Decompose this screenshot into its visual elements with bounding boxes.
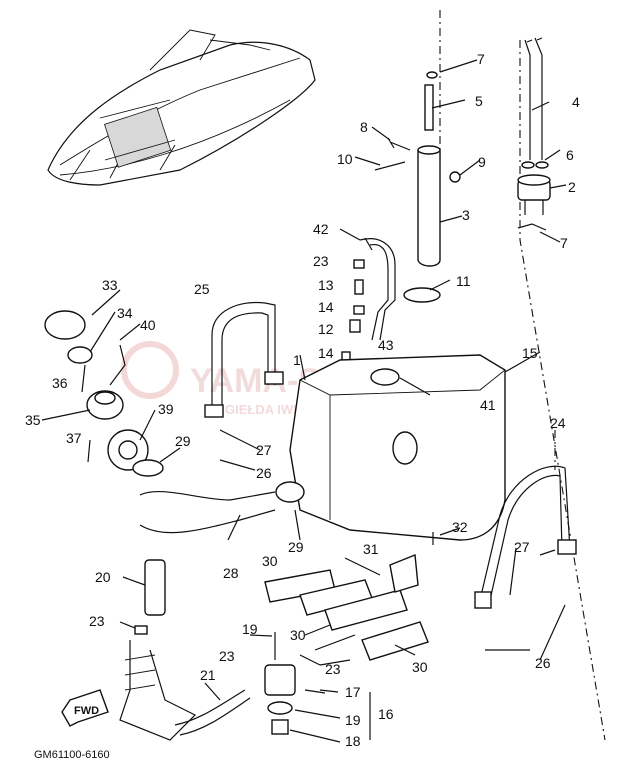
callout-31: 30 bbox=[290, 627, 306, 643]
callout-42: 42 bbox=[313, 221, 329, 237]
callout-24: 24 bbox=[550, 415, 566, 431]
foam-pads bbox=[264, 569, 429, 661]
callout-6: 6 bbox=[566, 147, 574, 163]
fwd-arrow: FWD bbox=[61, 689, 109, 727]
callout-14b: 14 bbox=[318, 345, 334, 361]
vent-tubes bbox=[524, 37, 543, 160]
callout-26a: 26 bbox=[256, 465, 272, 481]
callout-numbers: 7 5 4 6 2 7 8 10 9 3 42 23 11 13 14 12 1… bbox=[25, 51, 580, 749]
callout-2: 2 bbox=[568, 179, 576, 195]
callout-38: 37 bbox=[66, 430, 82, 446]
callout-37: 36 bbox=[52, 375, 68, 391]
callout-19: 19 bbox=[345, 712, 361, 728]
callout-20: 19 bbox=[242, 621, 258, 637]
callout-28: 28 bbox=[223, 565, 239, 581]
fwd-label: FWD bbox=[74, 705, 99, 717]
callout-18: 18 bbox=[345, 733, 361, 749]
filler-pipe bbox=[417, 71, 441, 267]
callout-1: 1 bbox=[293, 352, 301, 368]
callout-23a: 23 bbox=[313, 253, 329, 269]
callout-9: 9 bbox=[478, 154, 486, 170]
watercraft-sketch bbox=[47, 29, 316, 186]
fuel-tank bbox=[289, 354, 506, 541]
callout-8: 8 bbox=[360, 119, 368, 135]
callout-41: 41 bbox=[480, 397, 496, 413]
callout-22: 20 bbox=[95, 569, 111, 585]
callout-33: 32 bbox=[452, 519, 468, 535]
callout-7b: 7 bbox=[560, 235, 568, 251]
callout-43: 43 bbox=[378, 337, 394, 353]
callout-15: 15 bbox=[522, 345, 538, 361]
callout-17: 17 bbox=[345, 684, 361, 700]
callout-21: 21 bbox=[200, 667, 216, 683]
filler-cap bbox=[44, 310, 164, 477]
callout-30b: 30 bbox=[412, 659, 428, 675]
callout-40: 40 bbox=[140, 317, 156, 333]
callout-35: 34 bbox=[117, 305, 133, 321]
callout-26b: 26 bbox=[535, 655, 551, 671]
diagram-code: GM61100-6160 bbox=[34, 749, 110, 761]
callout-7: 7 bbox=[477, 51, 485, 67]
callout-23c: 23 bbox=[219, 648, 235, 664]
callout-27a: 27 bbox=[256, 442, 272, 458]
callout-12: 12 bbox=[318, 321, 334, 337]
callout-11: 11 bbox=[456, 273, 471, 289]
callout-4: 4 bbox=[572, 94, 580, 110]
check-valve bbox=[517, 161, 551, 231]
callout-16: 16 bbox=[378, 706, 394, 722]
callout-34: 33 bbox=[102, 277, 118, 293]
callout-25: 25 bbox=[194, 281, 210, 297]
callout-23b: 23 bbox=[89, 613, 105, 629]
callout-36: 35 bbox=[25, 412, 41, 428]
callout-5: 5 bbox=[475, 93, 483, 109]
callout-27b: 27 bbox=[514, 539, 530, 555]
callout-32: 31 bbox=[363, 541, 379, 557]
fuel-filter-assembly bbox=[119, 559, 356, 741]
callout-14a: 14 bbox=[318, 299, 334, 315]
callout-29b: 29 bbox=[288, 539, 304, 555]
callout-3: 3 bbox=[462, 207, 470, 223]
callout-30a: 30 bbox=[262, 553, 278, 569]
callout-29a: 29 bbox=[175, 433, 191, 449]
callout-13: 13 bbox=[318, 277, 334, 293]
callout-23d: 23 bbox=[325, 661, 341, 677]
callout-39: 39 bbox=[158, 401, 174, 417]
callout-10: 10 bbox=[337, 151, 353, 167]
